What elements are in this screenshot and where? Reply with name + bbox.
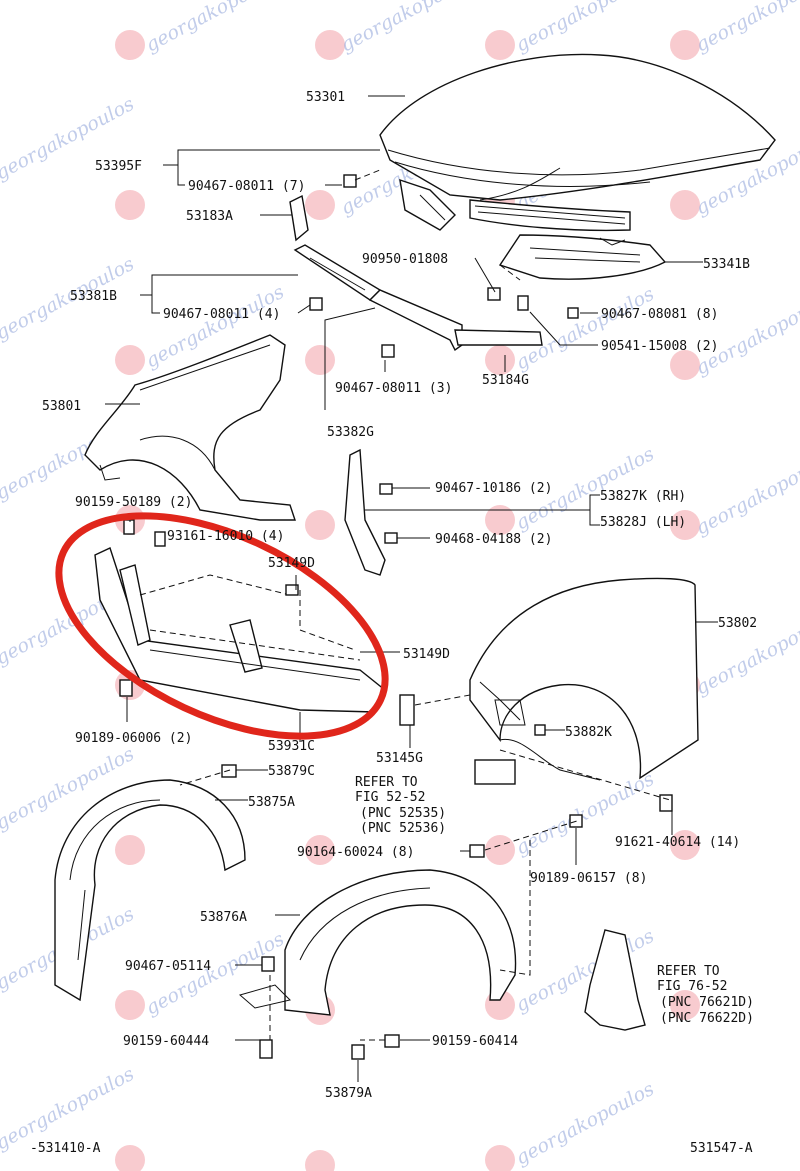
watermark-text: georgakopoulos [692,448,800,540]
hood-drawing [379,53,776,232]
label-refer-b2: FIG 76-52 [657,979,727,994]
label-90189-06006: 90189-06006 (2) [75,731,192,746]
label-53802: 53802 [718,616,757,631]
label-53301: 53301 [306,90,345,105]
label-53395f: 53395F [95,159,142,174]
label-90468-04188: 90468-04188 (2) [435,532,552,547]
label-53381b: 53381B [70,289,117,304]
label-clip-3: 90467-08011 (3) [335,381,452,396]
label-53801: 53801 [42,399,81,414]
part-labels: 53301 53395F 90467-08011 (7) 53183A 9095… [30,90,757,1156]
hood-seal-drawing [289,194,543,352]
label-53879c: 53879C [268,764,315,779]
label-90950-01808: 90950-01808 [362,252,448,267]
label-90467-08081: 90467-08081 (8) [601,307,718,322]
label-53828j: 53828J (LH) [600,515,686,530]
label-90164-60024: 90164-60024 (8) [297,845,414,860]
liner-rh-drawing [238,869,517,1016]
label-53879a: 53879A [325,1086,372,1101]
label-53149d-top: 53149D [268,556,315,571]
label-clip-4: 90467-08011 (4) [163,307,280,322]
watermark-text: georgakopoulos [692,288,800,380]
liner-lh-drawing [54,779,246,1002]
watermark-text: georgakopoulos [512,0,658,56]
label-refer-b1: REFER TO [657,964,720,979]
label-53145g: 53145G [376,751,423,766]
label-53183a: 53183A [186,209,233,224]
watermark-text: georgakopoulos [692,0,800,56]
fender-rh-drawing [469,577,699,781]
label-53341b: 53341B [703,257,750,272]
label-93161-16010: 93161-16010 (4) [167,529,284,544]
hood-insulator-drawing [498,234,667,280]
label-refer-2: FIG 52-52 [355,790,425,805]
label-refer-3: (PNC 52535) [360,806,446,821]
label-refer-b4: (PNC 76622D) [660,1011,754,1026]
label-53876a: 53876A [200,910,247,925]
label-53184g: 53184G [482,373,529,388]
watermark-text: georgakopoulos [512,1078,658,1170]
fender-lh-drawing [84,334,296,521]
watermark-text: georgakopoulos [512,283,658,375]
label-refer-1: REFER TO [355,775,418,790]
bumper-support-drawing [94,547,386,713]
watermark-text: georgakopoulos [142,0,288,56]
mud-flap-drawing [584,929,646,1031]
label-53149d: 53149D [403,647,450,662]
leader-lines [105,95,718,1082]
label-90159-60414: 90159-60414 [432,1034,518,1049]
label-90467-05114: 90467-05114 [125,959,211,974]
label-90189-06157: 90189-06157 (8) [530,871,647,886]
label-53882k: 53882K [565,725,612,740]
label-91621-40614: 91621-40614 (14) [615,835,740,850]
label-53875a: 53875A [248,795,295,810]
footer-left-code: -531410-A [30,1141,101,1156]
label-90159-60444: 90159-60444 [123,1034,209,1049]
fastener-shapes [119,174,673,1060]
label-90159-50189: 90159-50189 (2) [75,495,192,510]
fender-bracket-drawing [344,448,386,576]
label-refer-b3: (PNC 76621D) [660,995,754,1010]
label-clip-7: 90467-08011 (7) [188,179,305,194]
label-90541-15008: 90541-15008 (2) [601,339,718,354]
label-53931c: 53931C [268,739,315,754]
label-53827k: 53827K (RH) [600,489,686,504]
label-53382g: 53382G [327,425,374,440]
label-90467-10186: 90467-10186 (2) [435,481,552,496]
watermark-text: georgakopoulos [337,0,483,56]
label-refer-4: (PNC 52536) [360,821,446,836]
footer-right-code: 531547-A [690,1141,753,1156]
highlight-ellipse [55,512,389,740]
